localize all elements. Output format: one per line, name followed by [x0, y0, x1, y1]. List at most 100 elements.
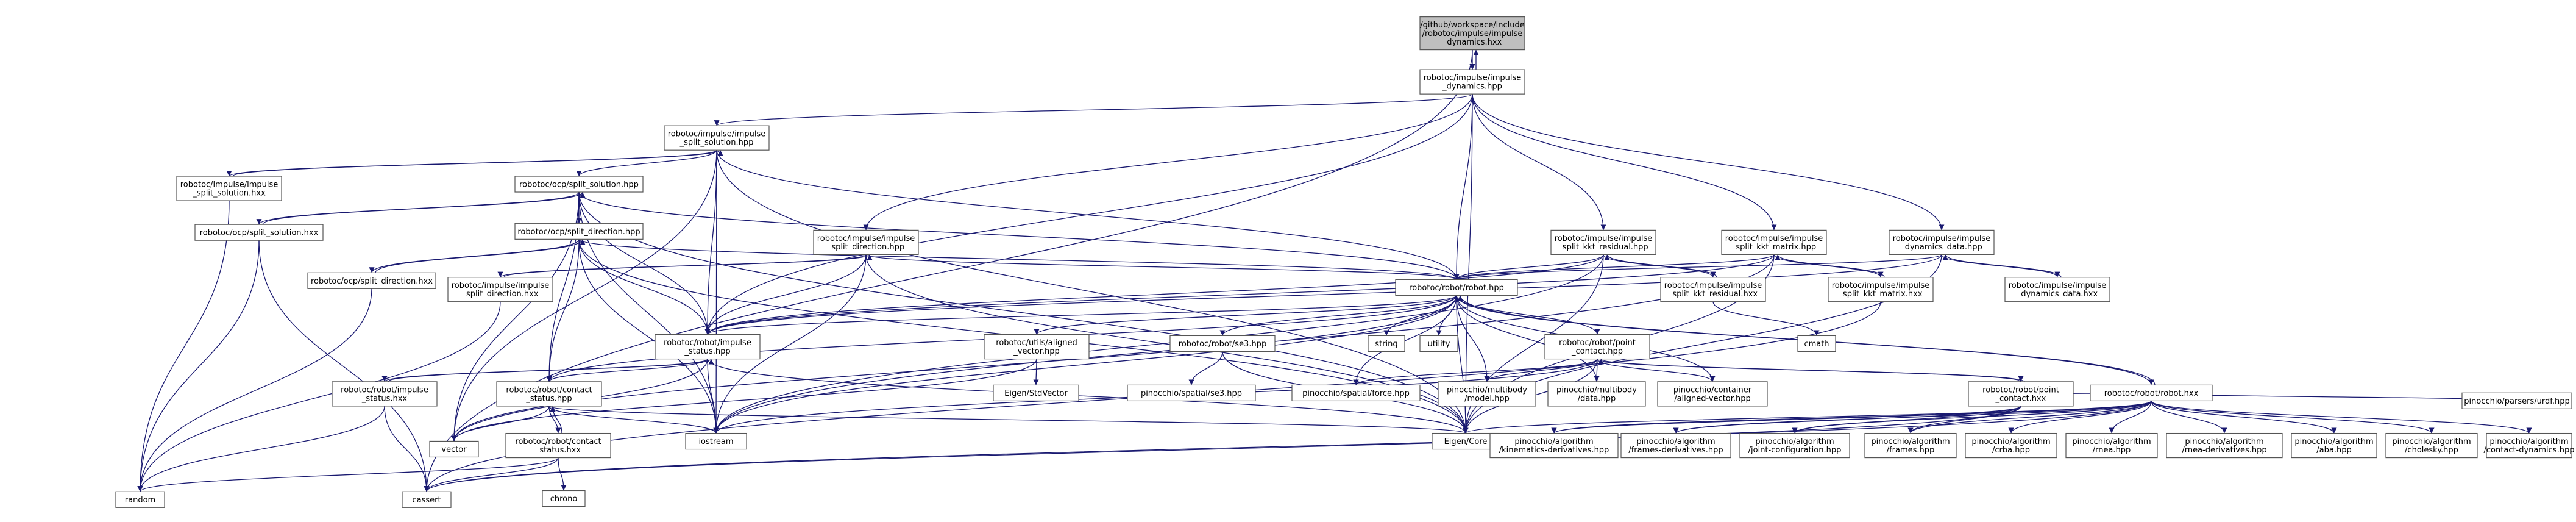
node-impulse-status-hpp[interactable]: robotoc/robot/impulse_status.hpp: [655, 334, 761, 360]
node-impulse-split-direction-hxx[interactable]: robotoc/impulse/impulse_split_direction.…: [447, 277, 553, 302]
node-label-line: utility: [1428, 340, 1450, 349]
node-pin-contact-dyn: pinocchio/algorithm/contact-dynamics.hpp: [2484, 432, 2574, 459]
node-pin-cholesky: pinocchio/algorithm/cholesky.hpp: [2385, 432, 2478, 459]
edge-robot-hxx-to-eigen-core: [1463, 400, 2152, 434]
node-pin-model: pinocchio/multibody/model.hpp: [1438, 381, 1536, 407]
edge-impulse-split-kkt-residual-hxx-to-cmath: [1712, 301, 1820, 336]
edge-robot-hxx-to-pin-rnea: [2109, 401, 2152, 434]
node-box: [2166, 432, 2283, 459]
edge-impulse-split-solution-hpp-to-eigen-core: [716, 150, 1469, 434]
node-label-line: pinocchio/algorithm: [1755, 437, 1834, 446]
node-box: [1127, 384, 1256, 402]
node-eigen-stdvector: Eigen/StdVector: [993, 384, 1079, 402]
node-box: [1965, 432, 2057, 459]
node-label-line: /crba.hpp: [1992, 446, 2030, 455]
edge-robot-hxx-to-pin-aba: [2151, 401, 2337, 434]
node-root[interactable]: /github/workspace/include/robotoc/impuls…: [1419, 16, 1525, 51]
node-label-line: pinocchio/multibody: [1447, 385, 1527, 395]
node-contact-status-hpp[interactable]: robotoc/robot/contact_status.hpp: [496, 381, 602, 407]
node-box: [514, 223, 644, 240]
node-label-line: robotoc/robot/point: [1559, 338, 1636, 348]
node-ocp-split-direction-hpp[interactable]: robotoc/ocp/split_direction.hpp: [514, 223, 644, 240]
node-label-line: _status.hpp: [684, 347, 730, 356]
node-ocp-split-direction-hxx[interactable]: robotoc/ocp/split_direction.hxx: [307, 272, 436, 289]
node-label-line: _split_kkt_residual.hxx: [1668, 290, 1758, 299]
node-box: [1419, 16, 1525, 51]
edge-aligned-vector-hpp-to-vector: [451, 359, 1037, 442]
node-box: [664, 125, 770, 151]
node-impulse-dynamics-data-hpp[interactable]: robotoc/impulse/impulse_dynamics_data.hp…: [1889, 229, 1995, 255]
node-label-line: /model.hpp: [1464, 394, 1510, 403]
node-contact-status-hxx[interactable]: robotoc/robot/contact_status.hxx: [505, 432, 611, 459]
edge-robot-hpp-to-se3-hpp: [1219, 295, 1457, 336]
node-box: [1489, 432, 1619, 459]
node-label-line: _contact.hxx: [1995, 394, 2046, 403]
node-label-line: /rnea.hpp: [2093, 446, 2131, 455]
node-box: [2065, 432, 2158, 459]
edge-ocp-split-solution-hxx-to-ocp-split-solution-hpp: [262, 191, 586, 225]
edge-impulse-dynamics-hpp-to-impulse-dynamics-data-hpp: [1472, 94, 1945, 231]
node-impulse-split-kkt-residual-hpp[interactable]: robotoc/impulse/impulse_split_kkt_residu…: [1550, 229, 1656, 255]
edge-impulse-split-solution-hpp-to-robot-hpp: [716, 150, 1460, 280]
node-impulse-split-kkt-matrix-hxx[interactable]: robotoc/impulse/impulse_split_kkt_matrix…: [1828, 277, 1934, 302]
node-box: [1419, 335, 1458, 352]
edge-robot-hpp-to-aligned-vector-hpp: [1034, 295, 1457, 335]
node-box: [505, 432, 611, 459]
node-ocp-split-solution-hxx[interactable]: robotoc/ocp/split_solution.hxx: [194, 224, 324, 241]
node-label-line: /kinematics-derivatives.hpp: [1499, 446, 1609, 455]
node-point-contact-hxx[interactable]: robotoc/robot/point_contact.hxx: [1968, 381, 2074, 407]
node-label-line: robotoc/robot/contact: [506, 385, 592, 395]
node-box: [1169, 335, 1276, 352]
node-box: [1438, 381, 1536, 407]
edge-impulse-status-hxx-to-impulse-status-hpp: [388, 358, 714, 382]
node-label-line: robotoc/robot/robot.hpp: [1409, 284, 1504, 293]
node-robot-hpp[interactable]: robotoc/robot/robot.hpp: [1395, 279, 1518, 296]
node-se3-hpp[interactable]: robotoc/robot/se3.hpp: [1169, 335, 1276, 352]
edge-impulse-split-direction-hpp-to-iostream: [713, 254, 867, 434]
node-impulse-status-hxx[interactable]: robotoc/robot/impulse_status.hxx: [332, 381, 438, 407]
node-label-line: /frames.hpp: [1887, 446, 1935, 455]
node-box: [1739, 432, 1850, 459]
node-box: [332, 381, 438, 407]
node-impulse-split-kkt-residual-hxx[interactable]: robotoc/impulse/impulse_split_kkt_residu…: [1660, 277, 1766, 302]
edges-layer: [137, 49, 2532, 492]
node-string: string: [1368, 335, 1405, 352]
node-label-line: pinocchio/spatial/force.hpp: [1302, 389, 1410, 398]
node-label-line: _split_solution.hxx: [192, 189, 266, 198]
edge-impulse-status-hxx-to-random: [137, 406, 385, 492]
node-label-line: _split_kkt_matrix.hxx: [1838, 290, 1922, 299]
node-label-line: pinocchio/algorithm: [2392, 437, 2471, 446]
node-impulse-split-solution-hxx[interactable]: robotoc/impulse/impulse_split_solution.h…: [176, 176, 282, 201]
node-impulse-split-solution-hpp[interactable]: robotoc/impulse/impulse_split_solution.h…: [664, 125, 770, 151]
node-box: [1419, 69, 1525, 95]
edge-robot-hpp-to-iostream: [713, 295, 1457, 434]
node-label-line: iostream: [698, 437, 733, 446]
node-impulse-split-direction-hpp[interactable]: robotoc/impulse/impulse_split_direction.…: [813, 229, 919, 255]
edge-contact-status-hpp-to-contact-status-hxx: [548, 406, 561, 434]
node-impulse-dynamics-data-hxx[interactable]: robotoc/impulse/impulse_dynamics_data.hx…: [2004, 277, 2110, 302]
node-ocp-split-solution-hpp[interactable]: robotoc/ocp/split_solution.hpp: [514, 176, 644, 193]
node-label-line: _split_direction.hxx: [461, 290, 538, 299]
node-label-line: robotoc/robot/robot.hxx: [2104, 389, 2199, 398]
node-label-line: pinocchio/container: [1673, 385, 1752, 395]
node-point-contact-hpp[interactable]: robotoc/robot/point_contact.hpp: [1544, 334, 1650, 360]
node-label-line: pinocchio/multibody: [1556, 385, 1637, 395]
node-label-line: Eigen/StdVector: [1004, 389, 1068, 398]
edge-robot-hxx-to-pin-frames-deriv: [1673, 400, 2152, 434]
edge-robot-hpp-to-pin-data: [1456, 295, 1600, 382]
edge-ocp-split-direction-hxx-to-ocp-split-direction-hpp: [375, 239, 586, 273]
node-box: [1864, 432, 1957, 459]
node-robot-hxx[interactable]: robotoc/robot/robot.hxx: [2090, 384, 2213, 402]
node-impulse-dynamics-hpp[interactable]: robotoc/impulse/impulse_dynamics.hpp: [1419, 69, 1525, 95]
node-label-line: robotoc/impulse/impulse: [1424, 74, 1521, 83]
node-label-line: _split_solution.hpp: [679, 138, 754, 148]
node-label-line: robotoc/impulse/impulse: [817, 234, 915, 243]
edge-impulse-split-solution-hxx-to-impulse-split-solution-hpp: [232, 149, 723, 177]
edge-ocp-split-direction-hpp-to-iostream: [578, 239, 719, 434]
edge-se3-hpp-to-pin-se3: [1188, 351, 1223, 385]
edge-robot-hpp-to-pin-model: [1456, 295, 1490, 382]
node-aligned-vector-hpp[interactable]: robotoc/utils/aligned_vector.hpp: [984, 334, 1090, 360]
node-impulse-split-kkt-matrix-hpp[interactable]: robotoc/impulse/impulse_split_kkt_matrix…: [1721, 229, 1827, 255]
edge-point-contact-hpp-to-pin-model: [1484, 359, 1598, 382]
edge-ocp-split-direction-hpp-to-contact-status-hpp: [546, 239, 580, 382]
